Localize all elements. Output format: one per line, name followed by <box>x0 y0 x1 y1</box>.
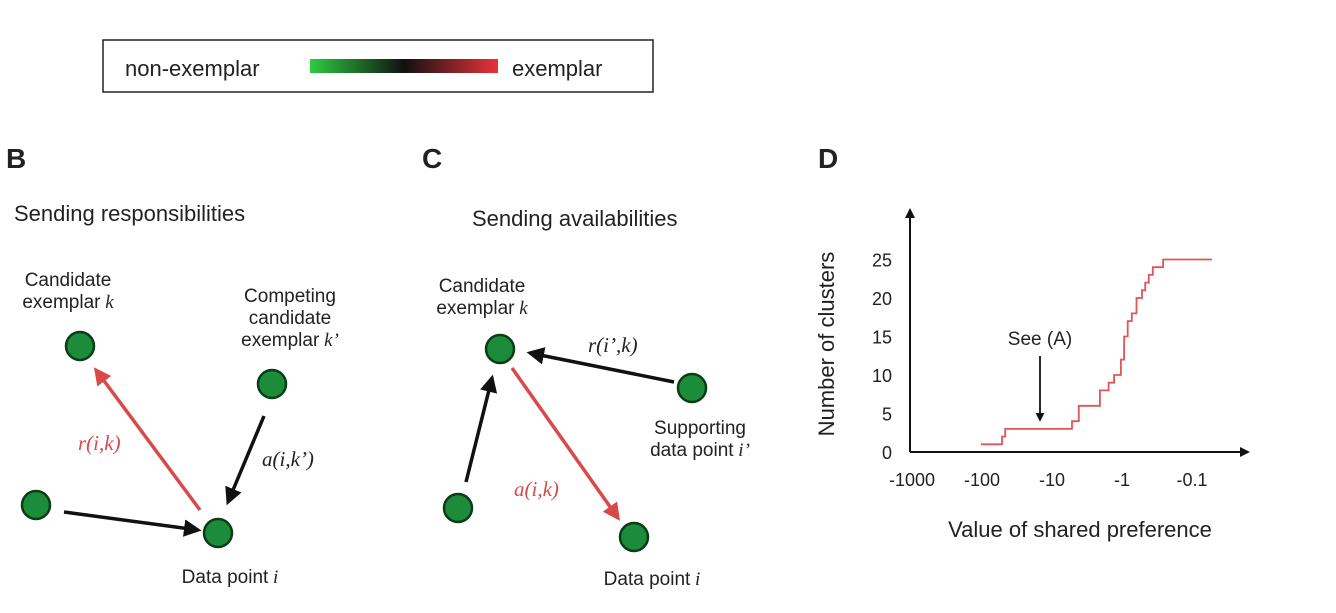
panel-c-responsibility-arrow <box>526 347 675 384</box>
panel-c-supporting-line2: data point i’ <box>650 440 750 461</box>
panel-b-letter: B <box>6 143 26 174</box>
panel-c-letter: C <box>422 143 442 174</box>
panel-b-msg-black: a(i,k’) <box>262 447 314 471</box>
panel-b-competing-line1: Competing <box>244 286 336 307</box>
x-axis-label: Value of shared preference <box>948 517 1212 542</box>
y-axis-label: Number of clusters <box>814 252 839 437</box>
x-tick-labels: -1000 -100 -10 -1 -0.1 <box>889 470 1208 490</box>
panel-b-availability-arrow <box>225 415 266 506</box>
panel-b-competing-line3: exemplar k’ <box>241 330 339 351</box>
panel-b-competing-node <box>256 368 288 400</box>
panel-b-datapoint-node <box>202 517 234 549</box>
y-tick-25: 25 <box>872 251 892 271</box>
panel-c-candidate-line1: Candidate <box>439 276 526 297</box>
panel-c: C Sending availabilities Candidate exemp… <box>422 143 750 590</box>
panel-b-candidate-line1: Candidate <box>25 270 112 291</box>
panel-c-msg-red: a(i,k) <box>514 477 559 501</box>
panel-d-letter: D <box>818 143 838 174</box>
legend-gradient-bar <box>310 59 498 73</box>
panel-b-msg-red: r(i,k) <box>78 431 121 455</box>
panel-b-candidate-node <box>64 330 96 362</box>
panel-c-msg-black: r(i’,k) <box>588 333 638 357</box>
y-tick-15: 15 <box>872 328 892 348</box>
x-tick--0.1: -0.1 <box>1176 470 1207 490</box>
x-tick--100: -100 <box>964 470 1000 490</box>
panel-c-candidate-node <box>484 333 516 365</box>
panel-b-responsibility-arrow <box>93 367 202 512</box>
panel-c-availability-arrow <box>510 366 621 521</box>
panel-c-datapoint-node <box>618 521 650 553</box>
panel-c-title: Sending availabilities <box>472 206 677 231</box>
color-legend: non-exemplar exemplar <box>102 39 654 93</box>
see-a-annotation: See (A) <box>1008 329 1072 350</box>
panel-b-candidate-line2: exemplar k <box>22 292 114 313</box>
y-tick-labels: 0 5 10 15 20 25 <box>872 251 892 464</box>
panel-c-candidate-line2: exemplar k <box>436 298 528 319</box>
panel-c-supporting-node <box>676 372 708 404</box>
x-tick--1: -1 <box>1114 470 1130 490</box>
y-tick-10: 10 <box>872 366 892 386</box>
y-tick-0: 0 <box>882 443 892 463</box>
panel-b-other-node <box>20 489 52 521</box>
x-tick--10: -10 <box>1039 470 1065 490</box>
panel-b-datapoint-label: Data point i <box>182 567 279 588</box>
panel-c-other-arrow <box>464 374 498 483</box>
panel-b-competing-line2: candidate <box>249 308 331 329</box>
panel-c-other-node <box>442 492 474 524</box>
legend-left-label: non-exemplar <box>125 56 260 81</box>
y-tick-20: 20 <box>872 289 892 309</box>
panel-b-other-arrow <box>63 510 202 537</box>
series-line <box>980 258 1212 446</box>
panel-d: D 0 5 10 15 20 25 -1000 -100 -10 -1 -0.1 Number o… <box>814 143 1250 542</box>
panel-c-datapoint-label: Data point i <box>604 569 701 590</box>
panel-b-title: Sending responsibilities <box>14 201 245 226</box>
y-tick-5: 5 <box>882 405 892 425</box>
x-tick--1000: -1000 <box>889 470 935 490</box>
panel-b: B Sending responsibilities Candidate exe… <box>6 143 339 588</box>
legend-right-label: exemplar <box>512 56 602 81</box>
panel-c-supporting-line1: Supporting <box>654 418 746 439</box>
